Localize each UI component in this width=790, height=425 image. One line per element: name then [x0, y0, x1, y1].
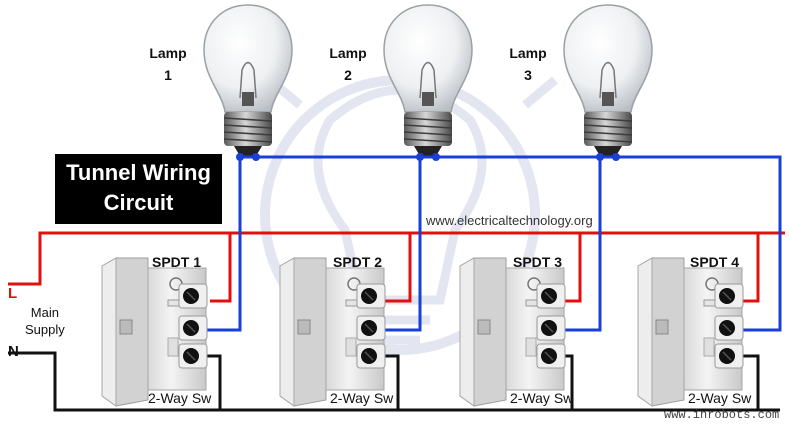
lamp-1-number: 1	[164, 67, 172, 83]
lamp-2-bulb	[383, 4, 473, 161]
live-wire	[8, 231, 785, 303]
lamp-wire	[205, 155, 782, 332]
switch-3-label: SPDT 3	[513, 254, 563, 270]
neutral-terminal-label: N	[8, 343, 19, 360]
switch-1-label: SPDT 1	[152, 254, 202, 270]
spdt-switch-1	[101, 257, 208, 407]
switch-4-caption: 2-Way Sw	[688, 390, 752, 406]
switch-4-label: SPDT 4	[690, 254, 740, 270]
lamp-1-label: Lamp 1	[138, 42, 198, 86]
live-terminal-label: L	[8, 285, 18, 302]
lamp-3-number: 3	[524, 67, 532, 83]
lamp-1-bulb	[203, 4, 293, 161]
main-supply-line-1: Main	[30, 305, 59, 320]
credit-url: www.inrobots.com	[664, 408, 780, 422]
lamp-2-label: Lamp 2	[318, 42, 378, 86]
diagram-title: Tunnel Wiring Circuit	[55, 154, 222, 224]
main-supply-label: Main Supply	[25, 304, 65, 338]
title-line-2: Circuit	[103, 190, 174, 215]
main-supply-line-2: Supply	[25, 322, 65, 337]
switch-2-caption: 2-Way Sw	[330, 390, 394, 406]
title-line-1: Tunnel Wiring	[66, 160, 211, 185]
spdt-switch-3	[459, 257, 566, 407]
lamp-2-number: 2	[344, 67, 352, 83]
watermark-url: www.electricaltechnology.org	[426, 213, 593, 228]
switch-2-label: SPDT 2	[333, 254, 383, 270]
lamp-1-title: Lamp	[149, 45, 187, 61]
spdt-switch-2	[279, 257, 386, 407]
lamp-3-label: Lamp 3	[498, 42, 558, 86]
switch-1-caption: 2-Way Sw	[148, 390, 212, 406]
neutral-wire	[8, 351, 780, 412]
lamp-3-title: Lamp	[509, 45, 547, 61]
switch-3-caption: 2-Way Sw	[510, 390, 574, 406]
lamp-3-bulb	[563, 4, 653, 161]
lamp-2-title: Lamp	[329, 45, 367, 61]
spdt-switch-4	[637, 257, 744, 407]
